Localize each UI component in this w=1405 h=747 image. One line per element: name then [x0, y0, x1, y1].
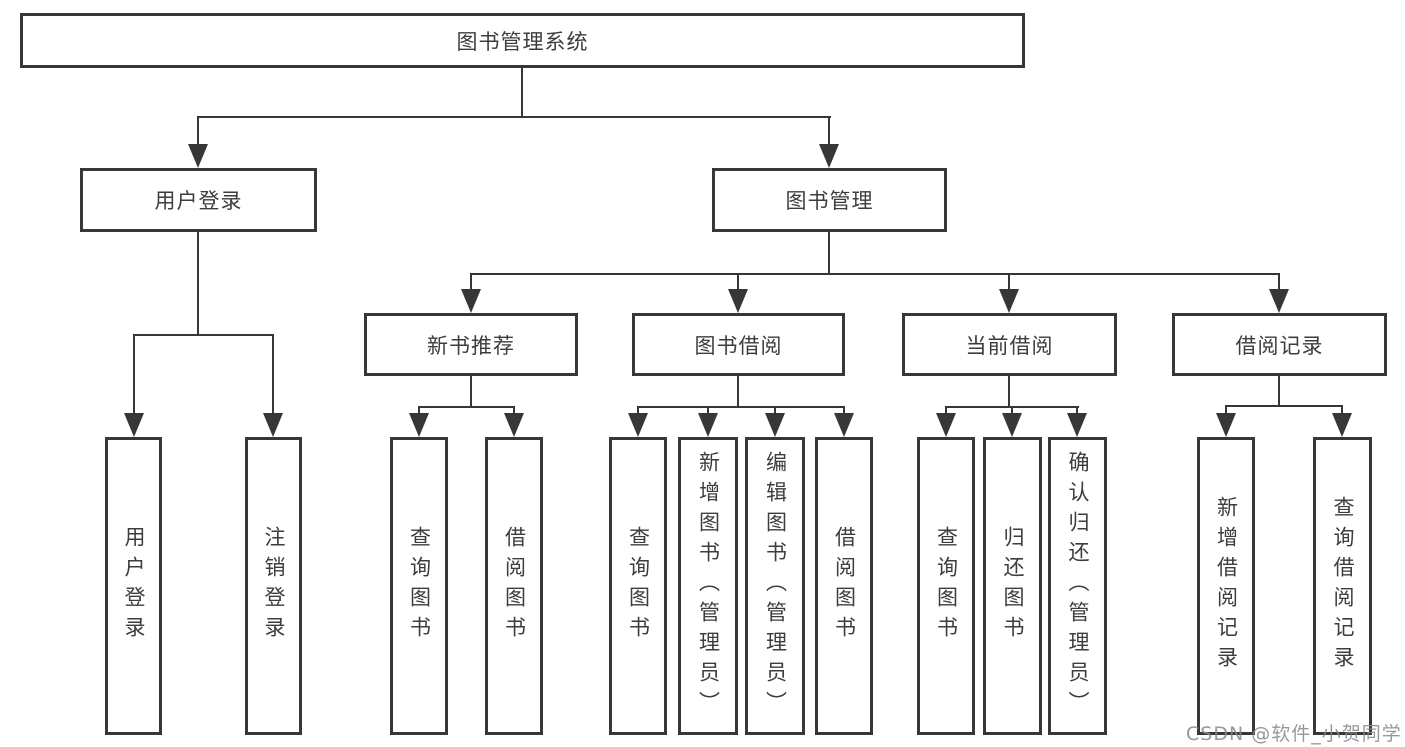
leaf-label: 查询图书 [626, 526, 651, 646]
node-new-book-recommend: 新书推荐 [364, 313, 578, 376]
connector-line [828, 117, 830, 145]
watermark: CSDN @软件_小贺同学 [1186, 723, 1402, 745]
leaf-label: 查询借阅记录 [1331, 496, 1355, 676]
connector-line [637, 406, 845, 408]
connector-line [1278, 274, 1280, 290]
leaf-borrow-book-2: 借阅图书 [815, 437, 873, 735]
arrowhead-icon [628, 413, 648, 437]
leaf-label: 查询图书 [407, 526, 432, 646]
leaf-add-borrow-record: 新增借阅记录 [1197, 437, 1255, 735]
connector-line [133, 334, 274, 336]
connector-line [470, 274, 472, 290]
connector-line [637, 407, 639, 414]
connector-line [774, 407, 776, 414]
connector-line [197, 116, 831, 118]
leaf-label: 注销登录 [262, 526, 286, 646]
arrowhead-icon [409, 413, 429, 437]
leaf-label: 查询图书 [934, 526, 959, 646]
connector-line [1008, 376, 1010, 408]
connector-line [133, 335, 135, 415]
leaf-borrow-book-1: 借阅图书 [485, 437, 543, 735]
leaf-label: 借阅图书 [502, 526, 527, 646]
connector-line [1225, 405, 1343, 407]
arrowhead-icon [263, 413, 283, 437]
connector-line [1008, 274, 1010, 290]
leaf-query-borrow-record: 查询借阅记录 [1313, 437, 1372, 735]
connector-line [513, 407, 515, 414]
node-label: 图书管理系统 [456, 29, 589, 54]
node-label: 借阅记录 [1235, 333, 1324, 358]
arrowhead-icon [999, 289, 1019, 313]
connector-line [521, 68, 523, 118]
node-user-login: 用户登录 [80, 168, 317, 232]
node-label: 当前借阅 [965, 333, 1054, 358]
arrowhead-icon [834, 413, 854, 437]
leaf-user-login: 用户登录 [105, 437, 162, 735]
arrowhead-icon [461, 289, 481, 313]
connector-line [1278, 376, 1280, 407]
arrowhead-icon [765, 413, 785, 437]
leaf-query-book-3: 查询图书 [917, 437, 975, 735]
connector-line [418, 406, 515, 408]
node-current-borrow: 当前借阅 [902, 313, 1117, 376]
node-label: 图书管理 [785, 189, 874, 213]
connector-line [272, 335, 274, 415]
leaf-label: 确认归还（管理员） [1066, 451, 1090, 721]
connector-line [737, 376, 739, 408]
node-book-borrow: 图书借阅 [632, 313, 845, 376]
connector-line [418, 407, 420, 414]
arrowhead-icon [1332, 413, 1352, 437]
leaf-return-book: 归还图书 [983, 437, 1042, 735]
connector-line [1076, 407, 1078, 414]
leaf-logout: 注销登录 [245, 437, 302, 735]
arrowhead-icon [504, 413, 524, 437]
connector-line [1341, 406, 1343, 414]
leaf-label: 新增借阅记录 [1214, 496, 1239, 676]
connector-line [470, 273, 1280, 275]
arrowhead-icon [728, 289, 748, 313]
leaf-label: 编辑图书（管理员） [763, 451, 788, 721]
leaf-query-book-2: 查询图书 [609, 437, 667, 735]
arrowhead-icon [124, 413, 144, 437]
arrowhead-icon [1216, 413, 1236, 437]
arrowhead-icon [1002, 413, 1022, 437]
leaf-label: 归还图书 [1001, 526, 1025, 646]
node-label: 图书借阅 [694, 333, 783, 358]
node-book-management: 图书管理 [712, 168, 947, 232]
connector-line [828, 232, 830, 275]
connector-line [737, 274, 739, 290]
connector-line [843, 407, 845, 414]
connector-line [197, 117, 199, 145]
leaf-label: 用户登录 [122, 526, 146, 646]
connector-line [1011, 407, 1013, 414]
connector-line [470, 376, 472, 408]
leaf-label: 借阅图书 [832, 526, 857, 646]
connector-line [1225, 406, 1227, 414]
leaf-query-book-1: 查询图书 [390, 437, 448, 735]
arrowhead-icon [819, 144, 839, 168]
arrowhead-icon [936, 413, 956, 437]
node-borrow-record: 借阅记录 [1172, 313, 1387, 376]
arrowhead-icon [1067, 413, 1087, 437]
connector-line [945, 407, 947, 414]
leaf-edit-book-admin: 编辑图书（管理员） [745, 437, 805, 735]
connector-line [707, 407, 709, 414]
arrowhead-icon [188, 144, 208, 168]
leaf-confirm-return-admin: 确认归还（管理员） [1048, 437, 1107, 735]
arrowhead-icon [1269, 289, 1289, 313]
node-root: 图书管理系统 [20, 13, 1025, 68]
connector-line [197, 232, 199, 336]
leaf-add-book-admin: 新增图书（管理员） [678, 437, 738, 735]
arrowhead-icon [698, 413, 718, 437]
leaf-label: 新增图书（管理员） [696, 451, 721, 721]
node-label: 用户登录 [154, 189, 243, 213]
node-label: 新书推荐 [427, 333, 515, 358]
